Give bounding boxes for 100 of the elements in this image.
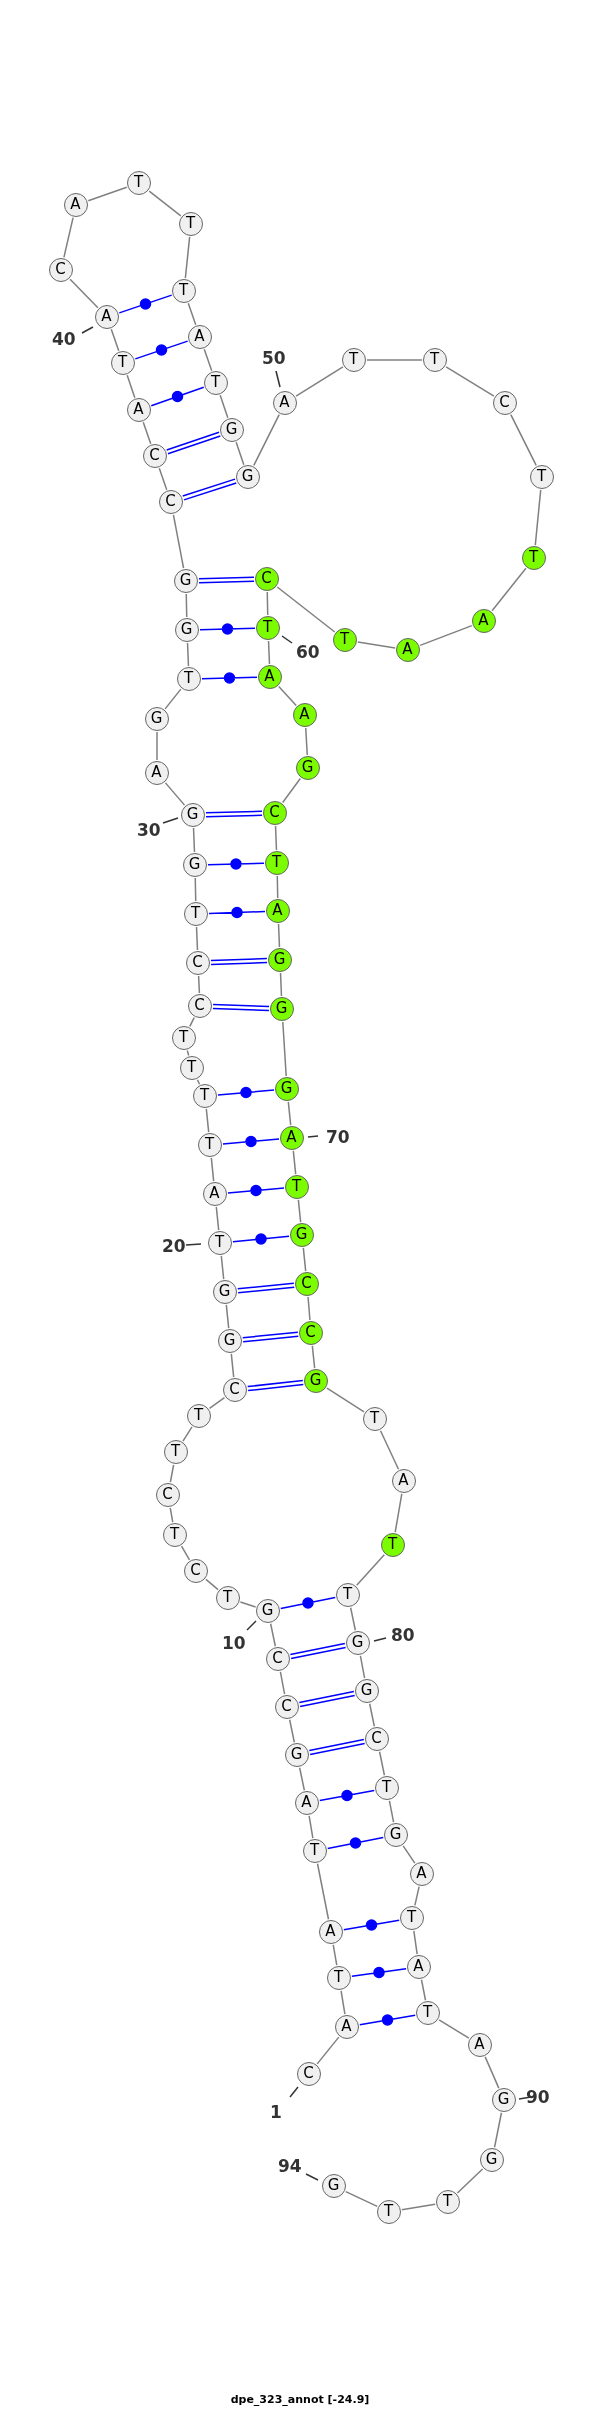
- backbone-line: [276, 586, 336, 633]
- backbone-line: [267, 640, 271, 665]
- backbone-line: [307, 1296, 311, 1321]
- nucleotide-circle: T: [332, 627, 357, 652]
- base-pair-double-line: [289, 1642, 347, 1660]
- backbone-line: [366, 359, 423, 361]
- diagram-caption: dpe_323_annot [-24.9]: [230, 2393, 370, 2406]
- nucleotide-circle: G: [212, 1279, 237, 1304]
- base-pair-line: [134, 340, 189, 360]
- nucleotide-circle: G: [173, 568, 198, 593]
- backbone-line: [510, 413, 537, 467]
- position-number: 1: [270, 2104, 282, 2121]
- backbone-line: [156, 731, 158, 761]
- base-pair-line: [207, 858, 265, 870]
- backbone-line: [210, 1157, 215, 1182]
- base-pair-line: [343, 1919, 400, 1931]
- nucleotide-circle: T: [341, 347, 366, 372]
- backbone-line: [401, 2203, 436, 2211]
- backbone-line: [148, 190, 182, 217]
- backbone-line: [220, 1255, 225, 1280]
- nucleotide-circle: C: [155, 1482, 180, 1507]
- nucleotide-circle: G: [217, 1328, 242, 1353]
- nucleotide-circle: T: [326, 1965, 351, 1990]
- nucleotide-circle: A: [272, 390, 297, 415]
- nucleotide-circle: A: [294, 1790, 319, 1815]
- position-number: 60: [296, 644, 320, 661]
- backbone-line: [142, 421, 152, 445]
- backbone-line: [185, 593, 188, 618]
- backbone-line: [87, 186, 128, 202]
- nucleotide-circle: T: [422, 347, 447, 372]
- nucleotide-circle: G: [274, 1076, 299, 1101]
- nucleotide-circle: T: [399, 1905, 424, 1930]
- nucleotide-circle: T: [126, 170, 151, 195]
- nucleotide-circle: T: [178, 211, 203, 236]
- nucleotide-circle: G: [479, 2147, 504, 2172]
- backbone-line: [394, 1493, 403, 1533]
- base-pair-line: [319, 1789, 375, 1802]
- nucleotide-circle: T: [255, 615, 280, 640]
- base-pair-double-line: [246, 1379, 305, 1392]
- nucleotide-circle: C: [48, 257, 73, 282]
- backbone-line: [345, 2190, 378, 2208]
- backbone-line: [278, 685, 297, 707]
- backbone-line: [332, 1944, 338, 1966]
- backbone-line: [184, 236, 191, 279]
- position-number: 90: [526, 2089, 550, 2106]
- nucleotide-circle: A: [292, 702, 317, 727]
- nucleotide-circle: C: [183, 1558, 208, 1583]
- base-pair-line: [327, 1836, 384, 1850]
- nucleotide-circle: T: [197, 1132, 222, 1157]
- nucleotide-circle: C: [492, 390, 517, 415]
- backbone-line: [295, 366, 344, 397]
- position-number: 94: [278, 2158, 302, 2175]
- backbone-line: [316, 2036, 340, 2065]
- nucleotide-circle: T: [215, 1585, 240, 1610]
- nucleotide-circle: T: [264, 850, 289, 875]
- backbone-line: [194, 877, 197, 902]
- nucleotide-circle: T: [171, 278, 196, 303]
- nucleotide-circle: T: [376, 2199, 401, 2224]
- backbone-line: [378, 1751, 386, 1776]
- backbone-line: [388, 1800, 395, 1823]
- nucleotide-circle: G: [284, 1742, 309, 1767]
- nucleotide-circle: T: [302, 1838, 327, 1863]
- position-number: 20: [162, 1238, 186, 1255]
- nucleotide-circle: T: [335, 1582, 360, 1607]
- backbone-line: [279, 1671, 286, 1695]
- nucleotide-circle: A: [279, 1125, 304, 1150]
- backbone-line: [288, 1719, 296, 1743]
- nucleotide-circle: T: [183, 901, 208, 926]
- nucleotide-circle: G: [289, 1222, 314, 1247]
- nucleotide-circle: T: [192, 1083, 217, 1108]
- base-pair-line: [201, 672, 258, 684]
- nucleotide-circle: A: [406, 1954, 431, 1979]
- backbone-line: [239, 1601, 257, 1608]
- base-pair-line: [208, 906, 266, 919]
- nucleotide-circle: T: [171, 1025, 196, 1050]
- backbone-line: [189, 1016, 195, 1028]
- backbone-line: [368, 1703, 376, 1727]
- nucleotide-circle: A: [126, 397, 151, 422]
- nucleotide-circle: C: [274, 1694, 299, 1719]
- base-pair-double-line: [210, 957, 268, 966]
- nucleotide-circle: G: [354, 1678, 379, 1703]
- backbone-line: [208, 1396, 226, 1410]
- backbone-line: [534, 489, 542, 546]
- backbone-line: [164, 782, 186, 806]
- base-pair-double-line: [242, 1331, 299, 1343]
- nucleotide-circle: C: [262, 800, 287, 825]
- base-pair-double-line: [212, 1003, 270, 1012]
- nucleotide-circle: T: [529, 464, 554, 489]
- nucleotide-circle: G: [295, 755, 320, 780]
- base-pair-double-line: [198, 576, 255, 584]
- backbone-line: [326, 1387, 365, 1413]
- base-pair-double-line: [298, 1690, 356, 1708]
- backbone-line: [359, 1655, 366, 1679]
- backbone-line: [402, 1845, 416, 1864]
- nucleotide-circle: T: [203, 370, 228, 395]
- backbone-line: [308, 1815, 314, 1839]
- backbone-line: [349, 1607, 357, 1631]
- backbone-line: [195, 926, 199, 951]
- nucleotide-circle: T: [176, 666, 201, 691]
- backbone-line: [164, 688, 182, 710]
